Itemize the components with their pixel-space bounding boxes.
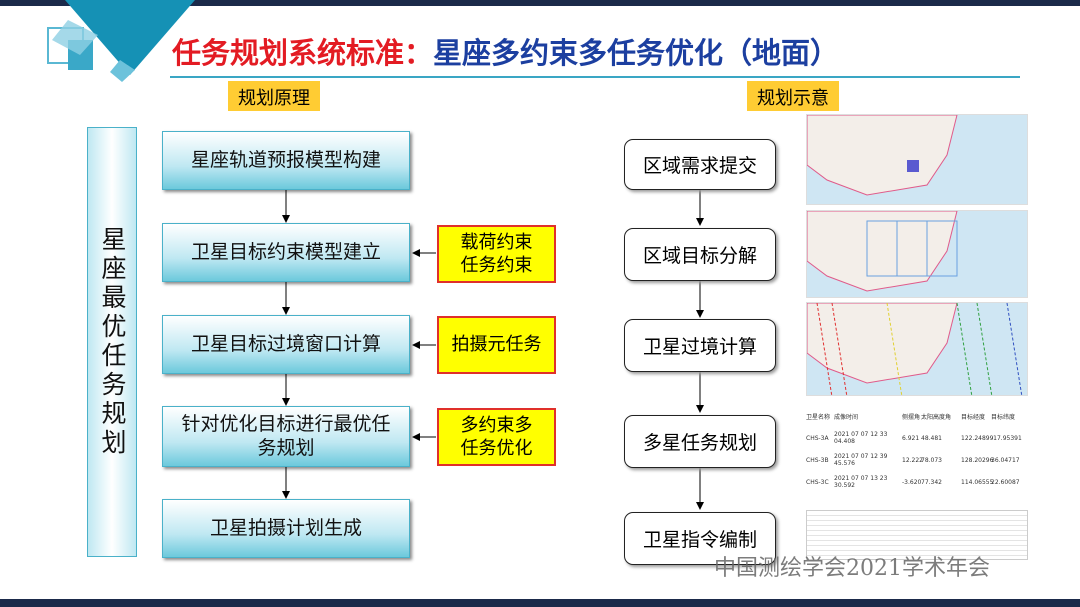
- step-4: 针对优化目标进行最优任务规划: [162, 406, 410, 467]
- step-3: 卫星目标过境窗口计算: [162, 315, 410, 374]
- td: 2021 07 07 12 33 04.408: [834, 431, 888, 445]
- td: 6.921: [902, 434, 920, 442]
- td: 12.222: [902, 456, 923, 464]
- page-title: 任务规划系统标准：星座多约束多任务优化（地面）: [172, 30, 839, 72]
- watermark: 中国测绘学会2021学术年会: [714, 556, 990, 581]
- map-target-decomposition: [806, 210, 1028, 298]
- td: 128.20296: [961, 456, 994, 464]
- th: 成像时间: [834, 413, 859, 421]
- title-part1: 任务规划系统标准：: [172, 36, 434, 70]
- td: 114.06555: [961, 478, 994, 486]
- right-step-2: 区域目标分解: [624, 228, 776, 281]
- td: 22.60087: [991, 478, 1020, 486]
- top-bar: [0, 0, 1080, 6]
- map-satellite-passes: [806, 302, 1028, 396]
- right-label: 规划示意: [747, 81, 839, 111]
- td: -3.620: [902, 478, 922, 486]
- th: 太阳高度角: [921, 413, 952, 421]
- constraint-2: 拍摄元任务: [437, 316, 556, 374]
- constraint-3: 多约束多 任务优化: [437, 408, 556, 466]
- step-2: 卫星目标约束模型建立: [162, 223, 410, 282]
- td: 36.04717: [991, 456, 1020, 464]
- td: 2021 07 07 12 39 45.576: [834, 453, 888, 467]
- step-5: 卫星拍摄计划生成: [162, 499, 410, 558]
- td: 2021 07 07 13 23 30.592: [834, 475, 888, 489]
- th: 目标纬度: [991, 413, 1016, 421]
- right-step-5: 卫星指令编制: [624, 512, 776, 565]
- td: CHS-3B: [806, 456, 829, 464]
- td: 78.073: [921, 456, 942, 464]
- title-part2: 星座多约束多任务优化（地面）: [433, 36, 840, 70]
- step-1: 星座轨道预报模型构建: [162, 131, 410, 190]
- table-header: 卫星名称成像时间 侧摆角太阳高度角 目标经度目标纬度: [806, 405, 1031, 427]
- right-step-3: 卫星过境计算: [624, 319, 776, 372]
- right-step-4: 多星任务规划: [624, 415, 776, 468]
- th: 卫星名称: [806, 413, 831, 421]
- td: CHS-3A: [806, 434, 829, 442]
- bottom-bar: [0, 599, 1080, 607]
- td: 77.342: [921, 478, 942, 486]
- vertical-label: 星座最优任务规划: [87, 127, 137, 557]
- pass-table: 卫星名称成像时间 侧摆角太阳高度角 目标经度目标纬度 CHS-3A 2021 07 0…: [806, 405, 1031, 493]
- right-step-1: 区域需求提交: [624, 139, 776, 190]
- map-region-request: [806, 114, 1028, 205]
- title-rule: [170, 76, 1020, 78]
- th: 侧摆角: [902, 413, 921, 421]
- th: 目标经度: [961, 413, 986, 421]
- command-table-image: [806, 510, 1028, 560]
- td: 122.24899: [961, 434, 994, 442]
- td: 48.481: [921, 434, 942, 442]
- left-label: 规划原理: [228, 81, 320, 111]
- td: CHS-3C: [806, 478, 829, 486]
- td: -17.95391: [991, 434, 1022, 442]
- decor-diamonds-icon: [47, 0, 195, 82]
- constraint-1: 载荷约束 任务约束: [437, 225, 556, 283]
